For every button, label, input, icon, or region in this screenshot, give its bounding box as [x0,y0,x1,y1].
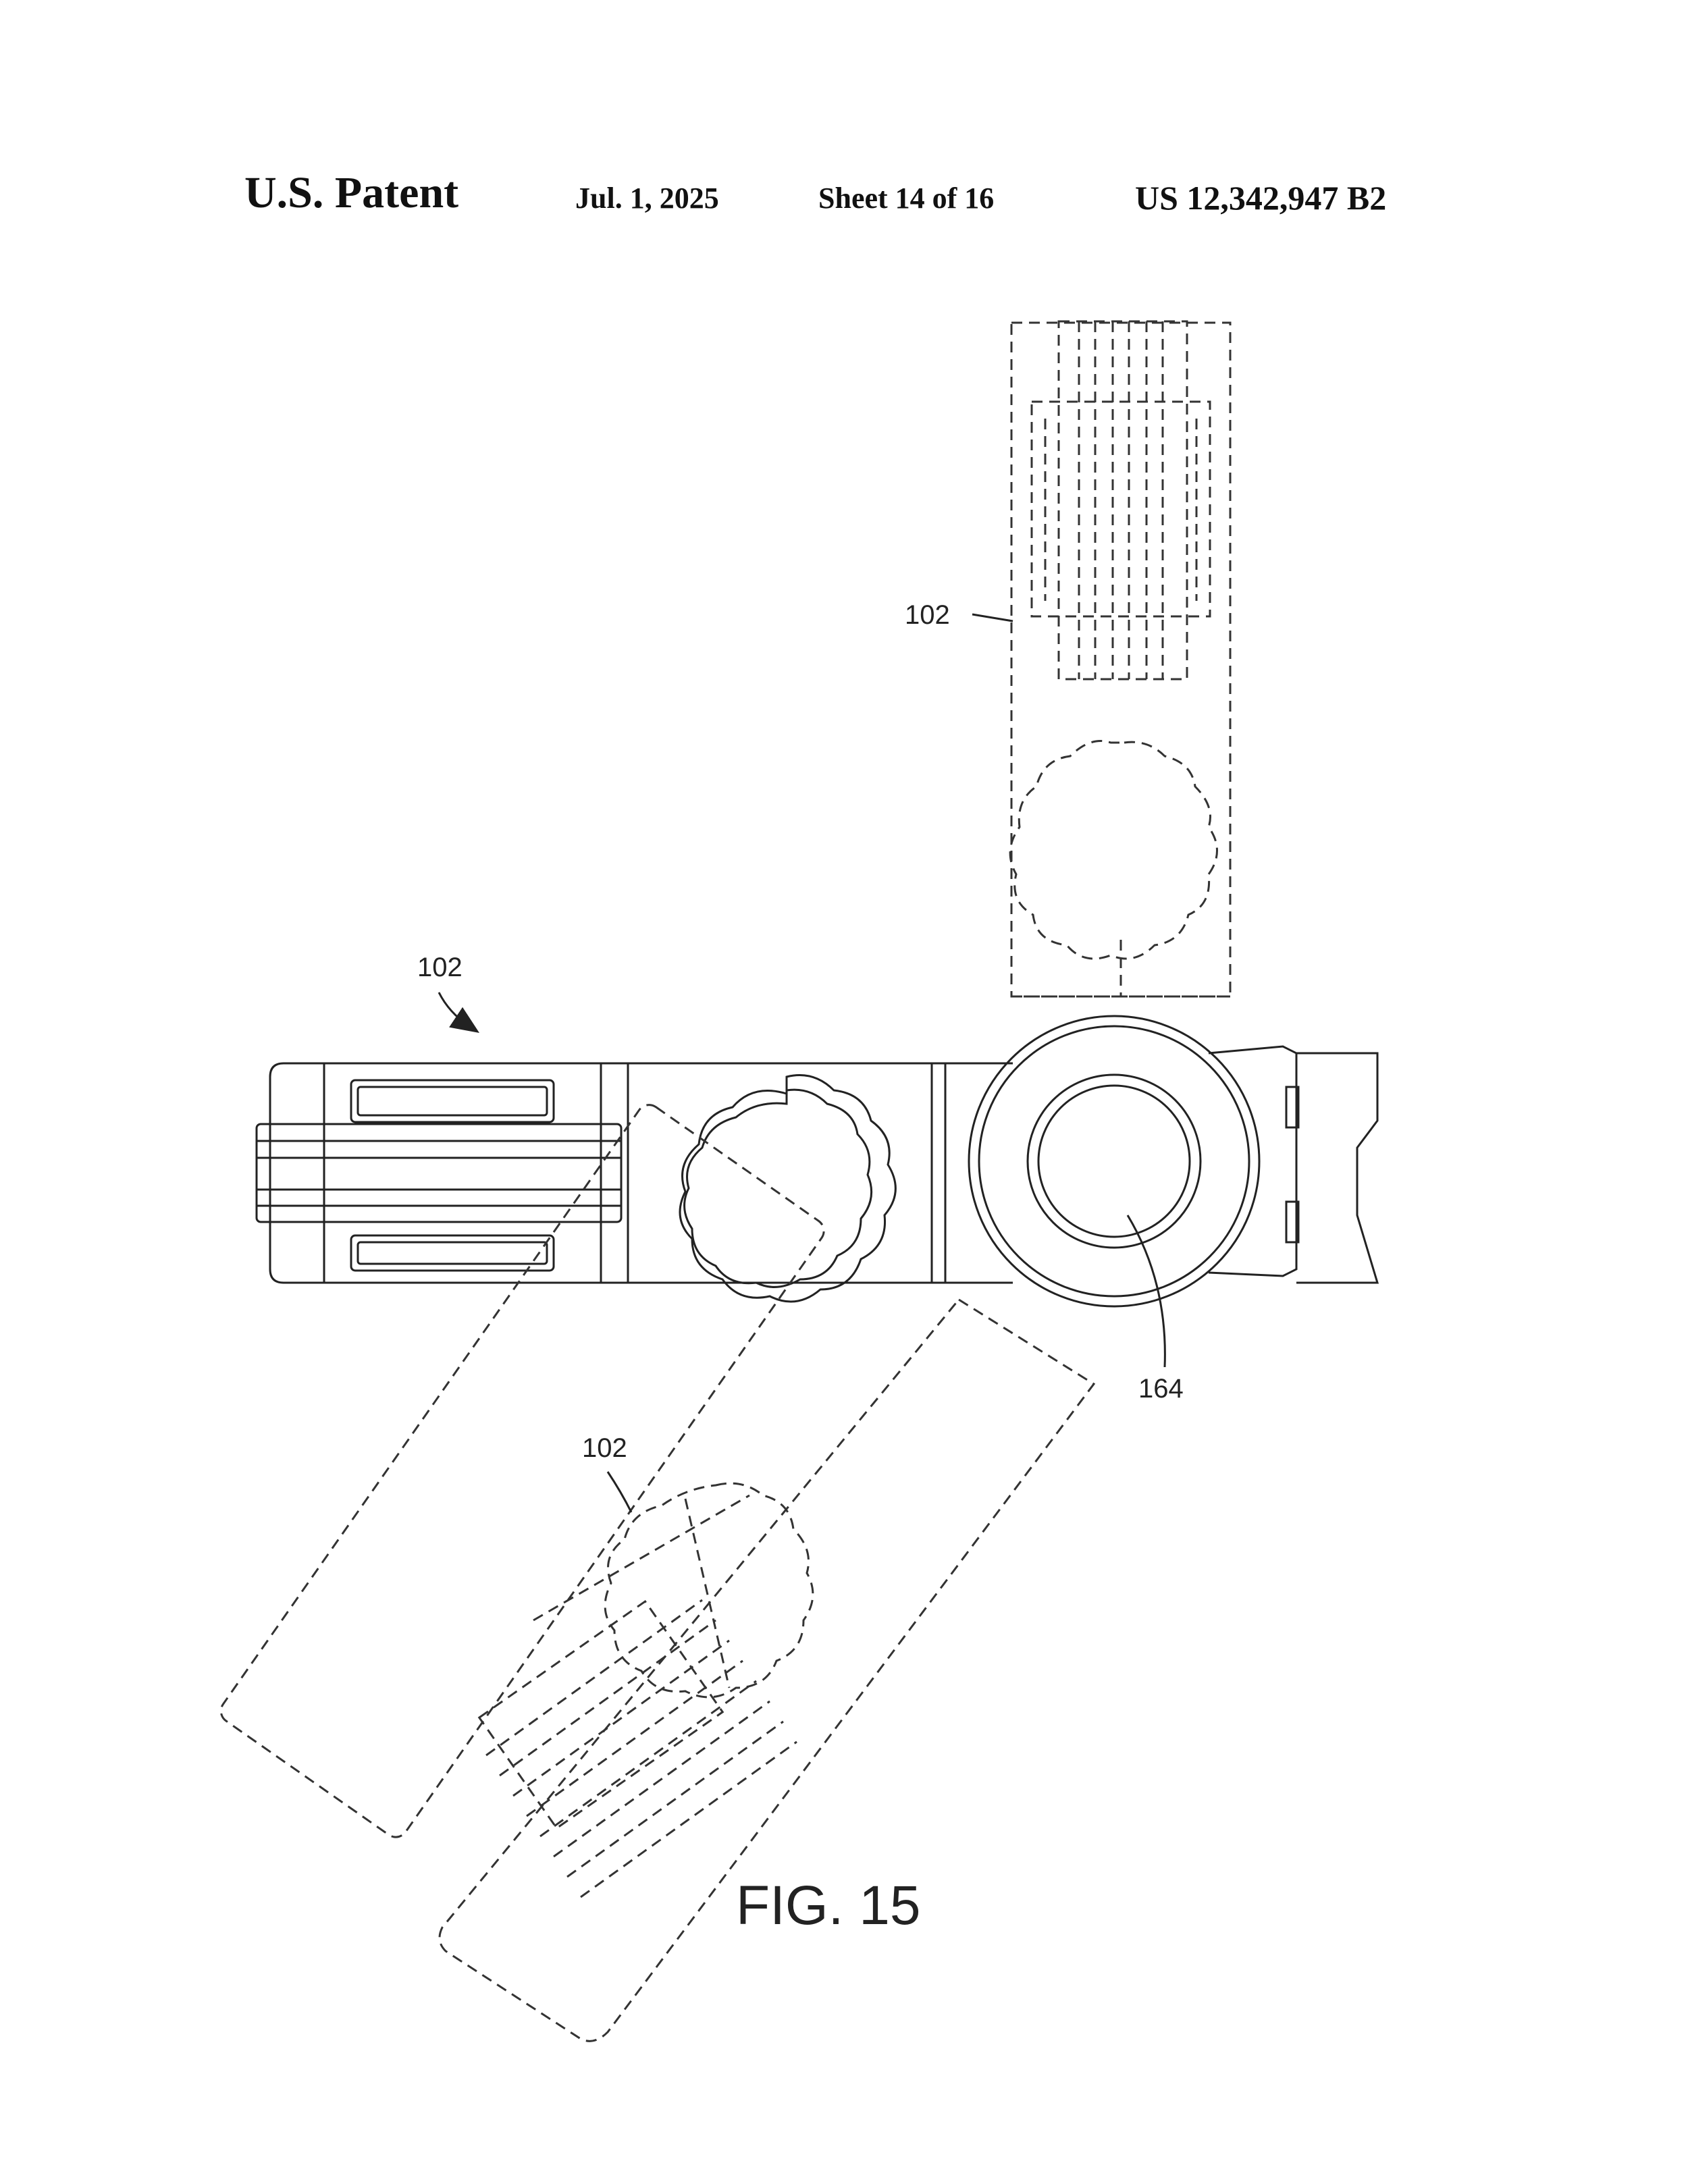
leader-102-main [438,992,479,1033]
angled-handle-phantom [219,1104,825,1838]
pivot-hub [968,1015,1379,1308]
header-date: Jul. 1, 2025 [575,182,719,215]
header-patent-number: US 12,342,947 B2 [1135,179,1387,217]
header-patent-label: U.S. Patent [244,168,459,217]
ref-102-angled: 102 [582,1433,627,1463]
leader-102-upper [972,613,1013,622]
header-sheet-number: Sheet 14 of 16 [818,182,995,215]
ref-102-main: 102 [417,953,463,982]
angled-handle-phantom-body [438,1298,1096,2042]
main-handle [255,1062,1013,1303]
upper-handle-phantom [1009,320,1232,998]
leader-164 [1126,1215,1166,1368]
ref-164: 164 [1138,1374,1184,1404]
ref-102-upper: 102 [905,600,950,630]
leader-102-angled [606,1471,633,1513]
figure-caption: FIG. 15 [736,1875,920,1936]
